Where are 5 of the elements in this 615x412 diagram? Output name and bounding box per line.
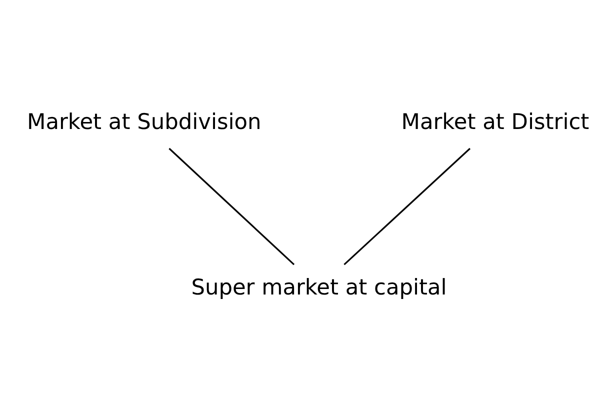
node-text: Market at District (401, 109, 590, 134)
node-text: Market at Subdivision (27, 109, 262, 134)
connector (168, 147, 295, 265)
connector (344, 147, 471, 265)
node-text: Super market at capital (191, 274, 447, 300)
